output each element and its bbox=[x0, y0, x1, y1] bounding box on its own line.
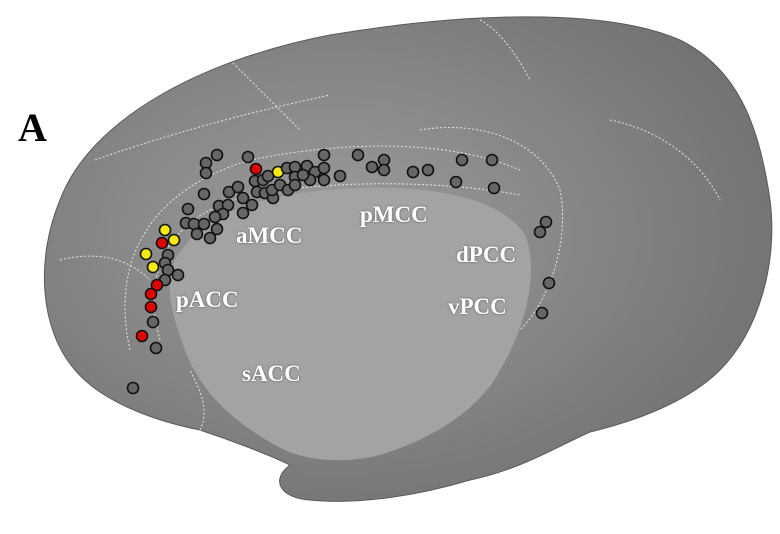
label-vpcc: vPCC bbox=[448, 294, 507, 319]
gray-dot bbox=[146, 315, 160, 329]
gray-dot bbox=[171, 268, 185, 282]
gray-dot bbox=[236, 191, 250, 205]
gray-dot bbox=[296, 168, 310, 182]
gray-dot bbox=[288, 178, 302, 192]
yellow-dot bbox=[139, 247, 153, 261]
gray-dot bbox=[317, 148, 331, 162]
red-dot bbox=[249, 162, 263, 176]
gray-dot bbox=[455, 153, 469, 167]
red-dot bbox=[144, 287, 158, 301]
red-dot bbox=[150, 278, 164, 292]
gray-dot bbox=[317, 161, 331, 175]
gray-dot bbox=[449, 175, 463, 189]
electrode-dots bbox=[126, 148, 556, 395]
gray-dot bbox=[487, 181, 501, 195]
gray-dot bbox=[377, 163, 391, 177]
gray-dot bbox=[208, 210, 222, 224]
gray-dot bbox=[203, 231, 217, 245]
yellow-dot bbox=[158, 223, 172, 237]
red-dot bbox=[155, 236, 169, 250]
gray-dot bbox=[210, 222, 224, 236]
gray-dot bbox=[333, 169, 347, 183]
gray-dot bbox=[241, 150, 255, 164]
gray-dot bbox=[351, 148, 365, 162]
gray-dot bbox=[406, 165, 420, 179]
gray-dot bbox=[535, 306, 549, 320]
gray-dot bbox=[236, 206, 250, 220]
region-boundaries bbox=[59, 19, 721, 431]
label-sacc: sACC bbox=[242, 361, 301, 386]
yellow-dot bbox=[167, 233, 181, 247]
yellow-dot bbox=[146, 260, 160, 274]
gray-dot bbox=[533, 225, 547, 239]
gray-dot bbox=[210, 148, 224, 162]
gray-dot bbox=[317, 173, 331, 187]
label-pmcc: pMCC bbox=[360, 202, 428, 227]
gray-dot bbox=[190, 227, 204, 241]
label-dpcc: dPCC bbox=[456, 242, 517, 267]
red-dot bbox=[144, 300, 158, 314]
gray-dot bbox=[197, 187, 211, 201]
gray-dot bbox=[261, 169, 275, 183]
gray-dot bbox=[197, 217, 211, 231]
gray-dot bbox=[231, 180, 245, 194]
medial-wall bbox=[169, 187, 531, 461]
gray-dot bbox=[365, 160, 379, 174]
gray-dot bbox=[149, 341, 163, 355]
gray-dot bbox=[181, 202, 195, 216]
gray-dot bbox=[539, 215, 553, 229]
label-amcc: aMCC bbox=[236, 223, 303, 248]
label-pacc: pACC bbox=[176, 287, 239, 312]
red-dot bbox=[135, 329, 149, 343]
gray-dot bbox=[485, 153, 499, 167]
panel-label: A bbox=[18, 105, 47, 150]
gray-dot bbox=[199, 166, 213, 180]
gray-dot bbox=[126, 381, 140, 395]
gray-dot bbox=[421, 163, 435, 177]
gray-dot bbox=[542, 276, 556, 290]
gray-dot bbox=[245, 198, 259, 212]
